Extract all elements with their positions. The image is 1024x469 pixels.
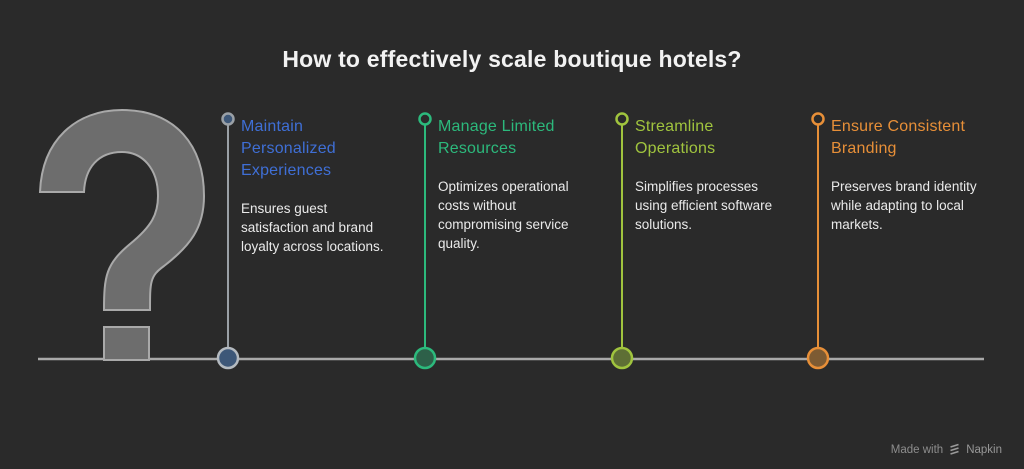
napkin-logo-icon <box>950 443 959 455</box>
item-ensure-consistent-branding: Ensure Consistent Branding Preserves bra… <box>831 116 987 234</box>
top-marker-dot <box>811 112 825 126</box>
timeline-node-dot <box>413 346 437 370</box>
made-with-label: Made with <box>890 443 944 456</box>
napkin-brand-label: Napkin <box>966 443 1002 456</box>
top-marker-dot <box>418 112 432 126</box>
connector-maintain-personalized-experiences <box>216 112 240 370</box>
page-title: How to effectively scale boutique hotels… <box>282 46 742 72</box>
item-streamline-operations: Streamline Operations Simplifies process… <box>635 116 791 234</box>
item-title: Manage Limited Resources <box>438 118 555 157</box>
item-maintain-personalized-experiences: Maintain Personalized Experiences Ensure… <box>241 116 397 256</box>
connector-streamline-operations <box>610 112 634 370</box>
question-mark-dot <box>103 326 150 361</box>
item-description: Ensures guest satisfaction and brand loy… <box>241 201 384 254</box>
connector-manage-limited-resources <box>413 112 437 370</box>
top-marker-dot <box>615 112 629 126</box>
timeline-node-dot <box>610 346 634 370</box>
item-title: Ensure Consistent Branding <box>831 118 966 157</box>
question-mark-icon <box>38 108 206 361</box>
made-with-napkin-watermark: Made with Napkin <box>891 443 1002 456</box>
timeline-node-dot <box>216 346 240 370</box>
connector-ensure-consistent-branding <box>806 112 830 370</box>
item-description: Simplifies processes using efficient sof… <box>635 179 773 232</box>
item-manage-limited-resources: Manage Limited Resources Optimizes opera… <box>438 116 594 253</box>
item-description: Optimizes operational costs without comp… <box>438 179 569 251</box>
item-title: Streamline Operations <box>635 118 716 157</box>
question-mark-hook <box>38 108 206 311</box>
top-marker-dot <box>221 112 235 126</box>
item-description: Preserves brand identity while adapting … <box>831 179 977 232</box>
item-title: Maintain Personalized Experiences <box>241 118 336 179</box>
timeline-node-dot <box>806 346 830 370</box>
